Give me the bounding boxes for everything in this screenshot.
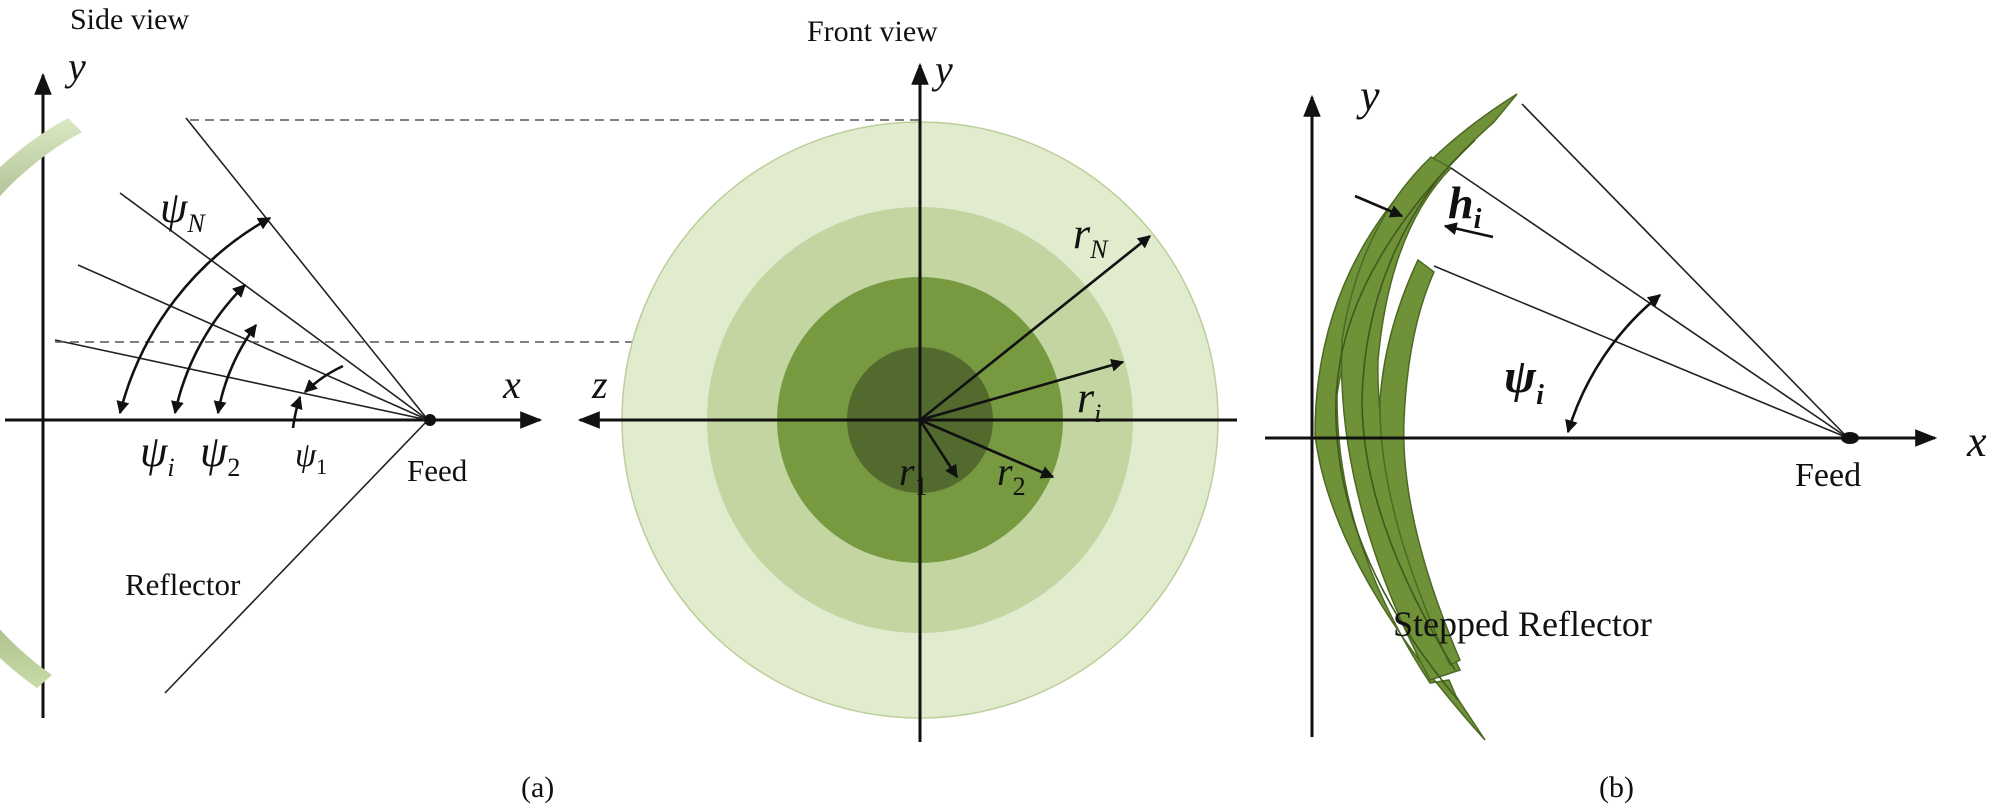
side-x-axis-label: x [502, 362, 521, 407]
stepped-reflector-label: Stepped Reflector [1393, 604, 1652, 644]
h-i-arrow-right [1443, 222, 1494, 239]
psi-N-arc [116, 216, 272, 415]
reflector-arc [0, 118, 82, 688]
psi-1-small-arc [304, 364, 344, 393]
caption-b: (b) [1599, 771, 1634, 804]
stepped-reflector-step-2 [1340, 156, 1462, 681]
r-2-arrow [919, 418, 1055, 479]
b-psi-i-arc [1565, 293, 1662, 434]
reflector-label: Reflector [125, 567, 241, 602]
stepped-reflector-groove-2 [1361, 169, 1456, 671]
r-N-label: rN [1073, 209, 1109, 264]
feed-point [424, 414, 436, 426]
psi-N-label: ψN [160, 183, 206, 238]
b-y-axis-label: y [1356, 71, 1380, 120]
front-view: Front view y z rN ri r1 r2 (a) [521, 15, 1237, 804]
r-1-arrow [918, 419, 959, 479]
side-y-axis-label: y [64, 44, 86, 89]
stepped-reflector-groove-1 [1334, 139, 1476, 701]
r-i-arrow [919, 358, 1125, 422]
h-i-arrow-left [1354, 194, 1404, 218]
feed-label: Feed [407, 453, 468, 488]
b-feed-label: Feed [1795, 457, 1861, 494]
b-x-axis-label: x [1966, 417, 1987, 466]
side-view: Side view y x ψN ψi ψ2 ψ1 [0, 3, 922, 718]
psi-1-arc [290, 395, 303, 429]
caption-a: (a) [521, 771, 554, 804]
front-y-axis-label: y [931, 47, 953, 92]
b-psi-i-label: ψi [1504, 350, 1544, 411]
r-i-label: ri [1077, 373, 1101, 428]
psi-i-arc [171, 284, 246, 415]
stepped-reflector-step-3 [1379, 258, 1461, 667]
psi-1-label: ψ1 [295, 437, 327, 479]
front-view-title: Front view [807, 15, 938, 48]
h-i-label: hi [1448, 177, 1482, 235]
psi-i-label: ψi [140, 427, 175, 482]
b-feed-rays [1433, 103, 1849, 439]
b-feed-point [1841, 432, 1859, 444]
feed-rays [54, 117, 429, 694]
side-view-title: Side view [70, 3, 189, 36]
r-2-label: r2 [997, 449, 1026, 501]
stepped-reflector-view: y x hi ψi Feed Stepped Reflector (b) [1265, 71, 1987, 804]
front-z-axis-label: z [591, 362, 608, 407]
r-N-arrow [919, 234, 1152, 422]
psi-2-label: ψ2 [200, 427, 240, 482]
psi-2-arc [213, 323, 258, 415]
r-1-label: r1 [899, 449, 928, 501]
